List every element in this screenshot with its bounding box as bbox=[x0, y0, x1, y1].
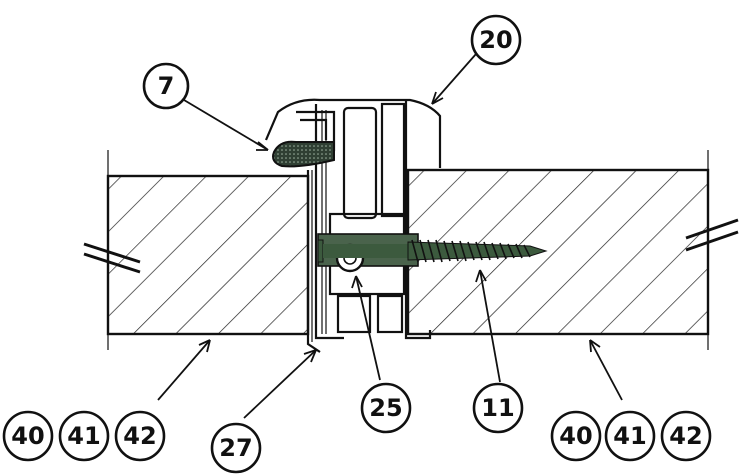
callout-left-40: 40 bbox=[11, 422, 44, 450]
callout-11: 11 bbox=[472, 382, 524, 434]
seal bbox=[272, 110, 336, 168]
callout-7-label: 7 bbox=[158, 72, 175, 100]
left-panel bbox=[83, 150, 310, 350]
callout-25-label: 25 bbox=[369, 394, 402, 422]
leader-lines bbox=[157, 53, 623, 419]
callout-20: 20 bbox=[470, 14, 522, 66]
callout-7: 7 bbox=[142, 62, 190, 110]
callout-right-40: 40 bbox=[559, 422, 592, 450]
callout-25: 25 bbox=[360, 382, 412, 434]
callout-20-label: 20 bbox=[479, 26, 512, 54]
callout-group-left: 40 41 42 bbox=[2, 410, 166, 462]
right-break-mark bbox=[685, 218, 739, 252]
left-break-mark bbox=[83, 242, 141, 274]
callout-left-42: 42 bbox=[123, 422, 156, 450]
callout-group-right: 40 41 42 bbox=[550, 410, 712, 462]
screw bbox=[317, 239, 548, 263]
callout-27-label: 27 bbox=[219, 434, 252, 462]
callout-left-41: 41 bbox=[67, 422, 100, 450]
callout-right-42: 42 bbox=[669, 422, 702, 450]
callout-11-label: 11 bbox=[481, 394, 514, 422]
strip bbox=[306, 170, 321, 353]
callout-right-41: 41 bbox=[613, 422, 646, 450]
callout-27: 27 bbox=[210, 422, 262, 474]
